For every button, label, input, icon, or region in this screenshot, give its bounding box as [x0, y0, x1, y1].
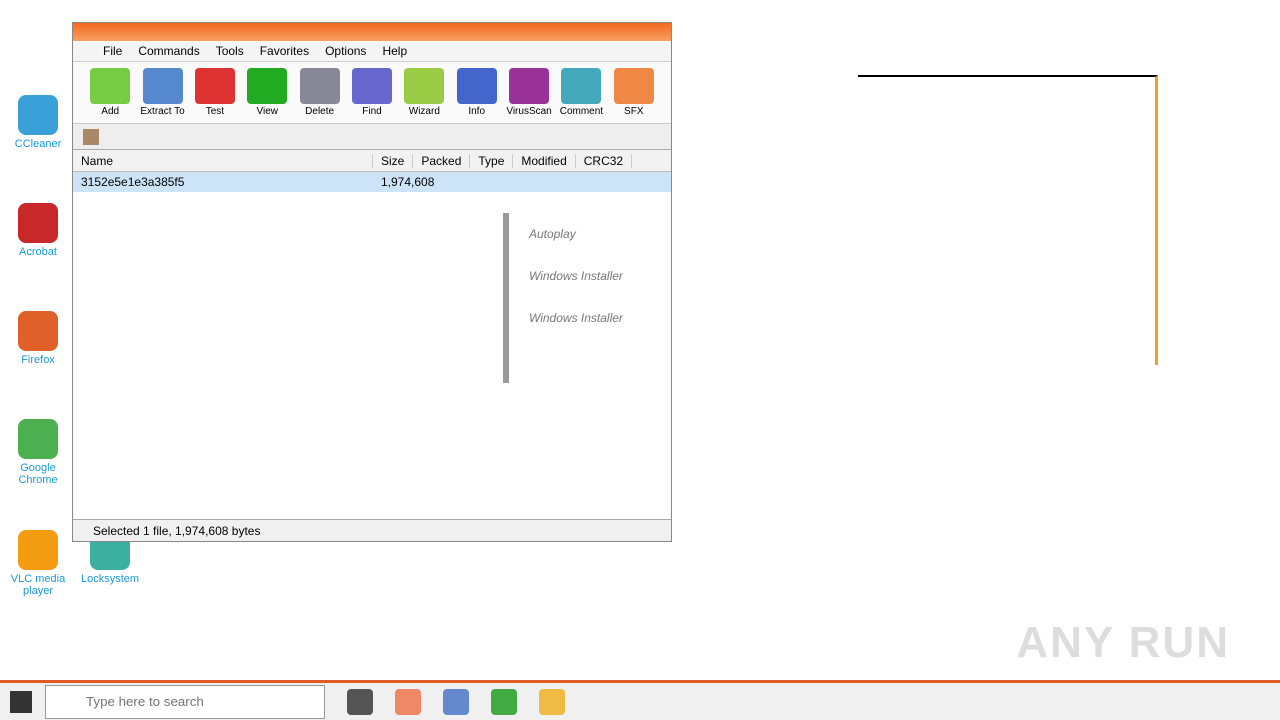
- file-size: 1,974,608: [381, 175, 435, 189]
- app-icon: [18, 530, 58, 570]
- toolbar-button[interactable]: Add: [87, 68, 133, 117]
- toolbar-button[interactable]: Comment: [558, 68, 604, 117]
- path-bar[interactable]: [73, 124, 671, 150]
- toolbar-icon: [142, 68, 183, 104]
- toolbar-label: View: [256, 106, 279, 117]
- firefox-icon[interactable]: [395, 688, 421, 715]
- toolbar-label: VirusScan: [506, 106, 552, 117]
- toolbar-label: Wizard: [408, 106, 440, 117]
- desktop-icon-label: VLC media player: [10, 573, 66, 597]
- toolbar-icon: [404, 68, 445, 104]
- toolbar-button[interactable]: Find: [349, 68, 395, 117]
- task-view-icon[interactable]: [347, 688, 373, 715]
- desktop-icon[interactable]: Firefox: [8, 311, 68, 366]
- desktop-icon[interactable]: Acrobat: [8, 203, 68, 258]
- menu-item[interactable]: File: [103, 44, 123, 58]
- anyrun-watermark: ANY RUN: [1016, 618, 1230, 667]
- table-row[interactable]: 3152e5e1e3a385f5 1,974,608: [73, 172, 671, 192]
- desktop-icon-label: Google Chrome: [18, 462, 58, 486]
- search-input[interactable]: [45, 684, 325, 719]
- toolbar-icon: [90, 68, 131, 104]
- start-button[interactable]: [10, 690, 32, 713]
- toolbar-icon: [613, 68, 654, 104]
- menu-item[interactable]: Tools: [215, 44, 244, 58]
- winrar-icon[interactable]: [443, 688, 469, 715]
- toolbar-icon: [194, 68, 235, 104]
- toolbar-button[interactable]: Info: [454, 68, 500, 117]
- taskbar: [0, 680, 1280, 720]
- file-name: 3152e5e1e3a385f5: [81, 175, 185, 189]
- toolbar-label: SFX: [624, 106, 644, 117]
- toolbar-icon: [509, 68, 550, 104]
- column-header[interactable]: Size: [373, 153, 414, 168]
- chrome-icon[interactable]: [491, 688, 517, 715]
- toolbar-label: Test: [205, 106, 225, 117]
- column-header[interactable]: Packed: [413, 153, 471, 168]
- toolbar-icon: [456, 68, 497, 104]
- desktop-icon-label: CCleaner: [14, 138, 62, 150]
- toolbar-button[interactable]: Test: [192, 68, 238, 117]
- toolbar-label: Info: [468, 106, 486, 117]
- panel-item[interactable]: Windows Installer: [529, 269, 623, 283]
- toolbar: Add Extract To Test View Delete Find Wizard Inf…: [73, 62, 671, 124]
- toolbar-label: Delete: [305, 106, 335, 117]
- desktop-icon-label: Acrobat: [19, 246, 57, 258]
- toolbar-button[interactable]: Extract To: [139, 68, 185, 117]
- app-icon: [18, 203, 58, 243]
- menu-item[interactable]: Favorites: [259, 44, 310, 58]
- explorer-icon[interactable]: [539, 688, 565, 715]
- toolbar-button[interactable]: Delete: [296, 68, 342, 117]
- toolbar-button[interactable]: View: [244, 68, 290, 117]
- toolbar-label: Extract To: [140, 106, 185, 117]
- menu-bar: File Commands Tools Favorites Options Help: [73, 41, 671, 62]
- toolbar-label: Add: [101, 106, 120, 117]
- menu-item[interactable]: Help: [382, 44, 408, 58]
- panel-item[interactable]: Autoplay: [529, 227, 576, 241]
- toolbar-icon: [351, 68, 392, 104]
- desktop-icon[interactable]: VLC media player: [8, 530, 68, 597]
- toolbar-icon: [561, 68, 602, 104]
- desktop-icon[interactable]: CCleaner: [8, 95, 68, 150]
- background-window: [858, 75, 1158, 365]
- desktop-icon[interactable]: Google Chrome: [8, 419, 68, 486]
- menu-item[interactable]: Options: [325, 44, 367, 58]
- desktop-icon-label: Firefox: [21, 354, 55, 366]
- column-header[interactable]: Type: [470, 153, 514, 168]
- toolbar-button[interactable]: Wizard: [401, 68, 447, 117]
- desktop-icon-label: Locksystem: [80, 573, 140, 585]
- up-folder-icon[interactable]: [83, 128, 99, 145]
- app-icon: [18, 419, 58, 459]
- toolbar-label: Find: [362, 106, 382, 117]
- status-bar: Selected 1 file, 1,974,608 bytes: [73, 519, 671, 541]
- winrar-window: File Commands Tools Favorites Options Help Ad…: [72, 22, 672, 542]
- toolbar-button[interactable]: VirusScan: [506, 68, 552, 117]
- toolbar-icon: [247, 68, 288, 104]
- menu-item[interactable]: Commands: [138, 44, 200, 58]
- toolbar-button[interactable]: SFX: [611, 68, 657, 117]
- panel-item[interactable]: Windows Installer: [529, 311, 623, 325]
- toolbar-label: Comment: [559, 106, 604, 117]
- toolbar-icon: [299, 68, 340, 104]
- app-icon: [18, 311, 58, 351]
- app-icon: [18, 95, 58, 135]
- column-header[interactable]: Modified: [513, 153, 576, 168]
- title-bar[interactable]: [73, 23, 671, 41]
- column-header[interactable]: Name: [73, 153, 373, 168]
- column-header[interactable]: CRC32: [576, 153, 633, 168]
